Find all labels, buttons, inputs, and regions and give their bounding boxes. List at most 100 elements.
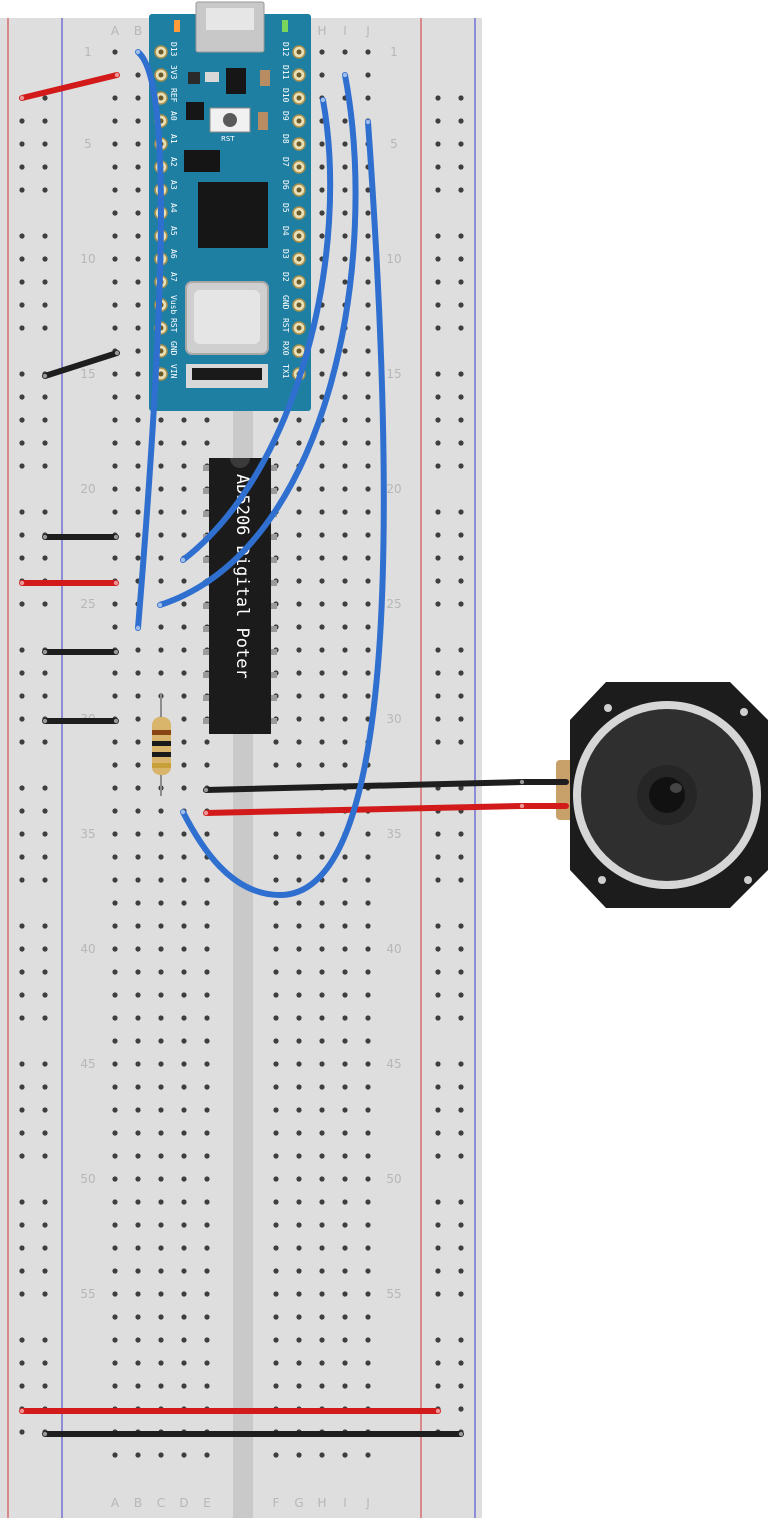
breadboard-hole[interactable]	[342, 601, 348, 607]
breadboard-hole[interactable]	[181, 1038, 187, 1044]
breadboard-hole[interactable]	[112, 394, 118, 400]
breadboard-hole[interactable]	[158, 1176, 164, 1182]
breadboard-hole[interactable]	[135, 440, 141, 446]
breadboard-hole[interactable]	[135, 187, 141, 193]
rail-hole[interactable]	[458, 187, 464, 193]
breadboard-hole[interactable]	[181, 739, 187, 745]
breadboard-hole[interactable]	[342, 1383, 348, 1389]
breadboard-hole[interactable]	[365, 1452, 371, 1458]
breadboard-hole[interactable]	[112, 601, 118, 607]
breadboard-hole[interactable]	[296, 1015, 302, 1021]
breadboard-hole[interactable]	[365, 49, 371, 55]
breadboard-hole[interactable]	[273, 1130, 279, 1136]
breadboard-hole[interactable]	[181, 693, 187, 699]
breadboard-hole[interactable]	[296, 1176, 302, 1182]
breadboard-hole[interactable]	[158, 946, 164, 952]
breadboard-hole[interactable]	[181, 1107, 187, 1113]
breadboard-hole[interactable]	[112, 256, 118, 262]
rail-hole[interactable]	[19, 463, 25, 469]
breadboard-hole[interactable]	[158, 463, 164, 469]
breadboard-hole[interactable]	[135, 394, 141, 400]
rail-hole[interactable]	[458, 831, 464, 837]
breadboard-hole[interactable]	[365, 1268, 371, 1274]
breadboard-hole[interactable]	[158, 1038, 164, 1044]
rail-hole[interactable]	[19, 716, 25, 722]
breadboard-hole[interactable]	[158, 1130, 164, 1136]
breadboard-hole[interactable]	[342, 509, 348, 515]
breadboard-hole[interactable]	[204, 1452, 210, 1458]
breadboard-hole[interactable]	[319, 1107, 325, 1113]
rail-hole[interactable]	[19, 1130, 25, 1136]
breadboard-hole[interactable]	[365, 1337, 371, 1343]
breadboard-hole[interactable]	[112, 210, 118, 216]
rail-hole[interactable]	[435, 693, 441, 699]
breadboard-hole[interactable]	[296, 1038, 302, 1044]
wire-blue-d10[interactable]	[180, 97, 334, 563]
rail-hole[interactable]	[42, 1130, 48, 1136]
breadboard-hole[interactable]	[135, 877, 141, 883]
breadboard-hole[interactable]	[135, 1038, 141, 1044]
breadboard-hole[interactable]	[273, 1153, 279, 1159]
breadboard-hole[interactable]	[365, 923, 371, 929]
rail-hole[interactable]	[42, 1245, 48, 1251]
breadboard-hole[interactable]	[319, 716, 325, 722]
breadboard-hole[interactable]	[158, 624, 164, 630]
breadboard-hole[interactable]	[158, 969, 164, 975]
breadboard-hole[interactable]	[158, 1199, 164, 1205]
breadboard-hole[interactable]	[112, 1061, 118, 1067]
breadboard-hole[interactable]	[296, 1452, 302, 1458]
breadboard-hole[interactable]	[319, 762, 325, 768]
rail-hole[interactable]	[42, 555, 48, 561]
breadboard-hole[interactable]	[296, 417, 302, 423]
breadboard-hole[interactable]	[319, 164, 325, 170]
breadboard-hole[interactable]	[112, 808, 118, 814]
breadboard-hole[interactable]	[273, 1107, 279, 1113]
breadboard-hole[interactable]	[204, 1291, 210, 1297]
rail-hole[interactable]	[435, 118, 441, 124]
rail-hole[interactable]	[435, 95, 441, 101]
rail-hole[interactable]	[19, 1084, 25, 1090]
breadboard-hole[interactable]	[181, 969, 187, 975]
rail-hole[interactable]	[458, 1337, 464, 1343]
breadboard-hole[interactable]	[342, 118, 348, 124]
breadboard-hole[interactable]	[112, 325, 118, 331]
breadboard-hole[interactable]	[273, 1199, 279, 1205]
rail-hole[interactable]	[458, 279, 464, 285]
breadboard-hole[interactable]	[112, 1245, 118, 1251]
breadboard-hole[interactable]	[112, 1130, 118, 1136]
breadboard-hole[interactable]	[296, 762, 302, 768]
breadboard-hole[interactable]	[112, 923, 118, 929]
breadboard-hole[interactable]	[181, 601, 187, 607]
breadboard-hole[interactable]	[342, 900, 348, 906]
breadboard-hole[interactable]	[135, 1452, 141, 1458]
breadboard-hole[interactable]	[158, 900, 164, 906]
breadboard-hole[interactable]	[319, 348, 325, 354]
breadboard-hole[interactable]	[342, 624, 348, 630]
rail-hole[interactable]	[458, 647, 464, 653]
breadboard-hole[interactable]	[319, 946, 325, 952]
rail-hole[interactable]	[458, 463, 464, 469]
breadboard-hole[interactable]	[273, 1222, 279, 1228]
rail-hole[interactable]	[19, 739, 25, 745]
breadboard-hole[interactable]	[204, 1176, 210, 1182]
breadboard-hole[interactable]	[342, 969, 348, 975]
breadboard-hole[interactable]	[135, 992, 141, 998]
rail-hole[interactable]	[435, 371, 441, 377]
breadboard-hole[interactable]	[112, 1452, 118, 1458]
breadboard-hole[interactable]	[296, 670, 302, 676]
breadboard-hole[interactable]	[342, 1199, 348, 1205]
rail-hole[interactable]	[435, 279, 441, 285]
breadboard-hole[interactable]	[365, 1383, 371, 1389]
rail-hole[interactable]	[435, 831, 441, 837]
breadboard-hole[interactable]	[365, 1153, 371, 1159]
breadboard-hole[interactable]	[181, 785, 187, 791]
breadboard-hole[interactable]	[365, 578, 371, 584]
breadboard-hole[interactable]	[273, 762, 279, 768]
rail-hole[interactable]	[458, 785, 464, 791]
breadboard-hole[interactable]	[296, 601, 302, 607]
rail-hole[interactable]	[435, 555, 441, 561]
breadboard-hole[interactable]	[112, 1107, 118, 1113]
breadboard-hole[interactable]	[273, 1061, 279, 1067]
breadboard-hole[interactable]	[365, 831, 371, 837]
breadboard-hole[interactable]	[319, 601, 325, 607]
